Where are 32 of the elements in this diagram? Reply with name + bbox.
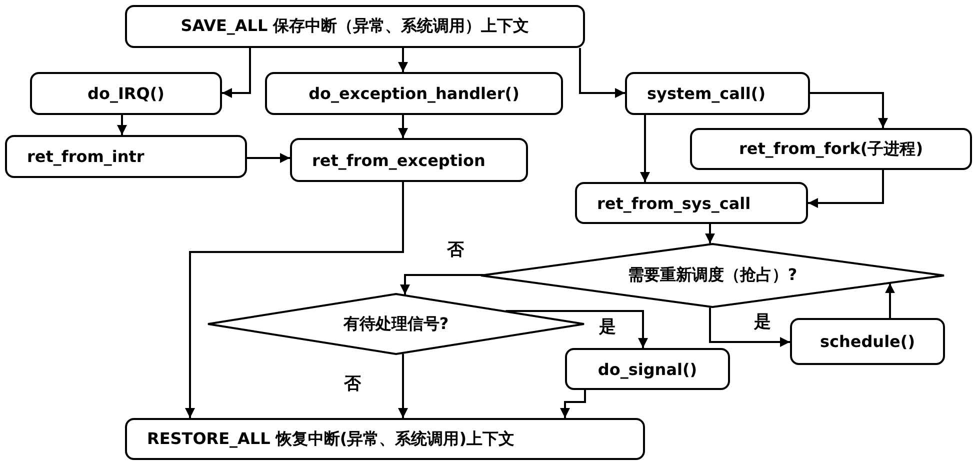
- arrow: [640, 115, 650, 182]
- decision-diamond: 需要重新调度（抢占）?: [480, 243, 945, 308]
- arrow: [560, 390, 586, 418]
- process-box: RESTORE_ALL 恢复中断(异常、系统调用)上下文: [125, 418, 645, 460]
- edge-label: 是: [597, 315, 618, 338]
- arrow: [398, 354, 408, 418]
- process-box: ret_from_sys_call: [575, 182, 808, 224]
- process-box: SAVE_ALL 保存中断（异常、系统调用）上下文: [125, 5, 585, 48]
- process-box: ret_from_fork(子进程): [690, 128, 972, 170]
- process-box: ret_from_exception: [290, 138, 528, 182]
- process-box: do_exception_handler(): [265, 72, 563, 115]
- arrow: [185, 182, 404, 418]
- arrow: [398, 48, 408, 72]
- arrow: [709, 308, 790, 347]
- process-box: system_call(): [625, 72, 810, 115]
- process-box: schedule(): [790, 318, 945, 365]
- process-box: ret_from_intr: [5, 135, 247, 178]
- arrow: [506, 310, 648, 348]
- process-box: do_IRQ(): [30, 72, 222, 115]
- arrow: [810, 92, 888, 128]
- arrow: [398, 115, 408, 138]
- arrow: [222, 48, 251, 98]
- arrow: [705, 224, 715, 244]
- arrow: [400, 274, 484, 294]
- arrow: [579, 48, 625, 98]
- arrow: [885, 283, 895, 318]
- arrow: [117, 115, 127, 135]
- edge-label: 是: [752, 310, 773, 333]
- decision-diamond: 有待处理信号?: [207, 293, 585, 355]
- process-box: do_signal(): [565, 348, 730, 390]
- arrow: [247, 153, 290, 163]
- arrow: [808, 170, 884, 208]
